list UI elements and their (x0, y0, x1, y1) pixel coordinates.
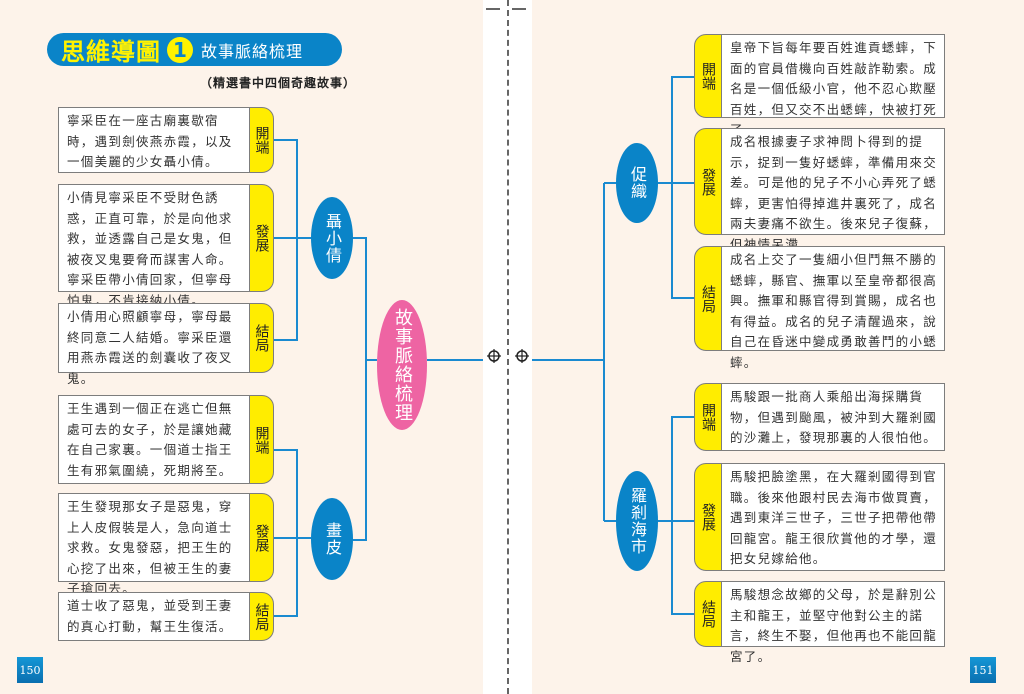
gutter-fold-line (507, 0, 509, 694)
story-node-luosha-haishi: 羅剎海市 (616, 471, 658, 571)
story-stage-text: 成名根據妻子求神問卜得到的提示，捉到一隻好蟋蟀，準備用來交差。可是他的兒子不小心… (721, 128, 945, 252)
story-stage-text: 寧采臣在一座古廟裏歇宿時，遇到劍俠燕赤霞，以及一個美麗的少女聶小倩。 (58, 107, 250, 173)
connector (671, 76, 694, 299)
stage-label-tab: 發展 (249, 493, 274, 582)
stage-label-tab: 開端 (249, 107, 274, 173)
stage-label-tab: 結局 (694, 581, 722, 647)
stage-label-tab: 結局 (249, 303, 274, 373)
center-node: 故事脈絡梳理 (377, 300, 427, 430)
title-banner: 思維導圖 1 故事脈絡梳理 (47, 33, 342, 66)
stage-label-tab: 開端 (694, 383, 722, 451)
subtitle: （精選書中四個奇趣故事） (200, 76, 357, 90)
connector (353, 237, 367, 541)
stage-label-tab: 開端 (249, 395, 274, 484)
stage-label-tab: 發展 (694, 463, 722, 571)
stage-label-tab: 結局 (694, 246, 722, 351)
connector (671, 416, 694, 615)
title-sub: 故事脈絡梳理 (201, 41, 304, 61)
title-main: 思維導圖 (61, 37, 161, 66)
stage-label-tab: 結局 (249, 592, 274, 641)
connector (274, 139, 298, 341)
story-stage-text: 馬駿跟一批商人乘船出海採購貨物，但遇到颱風，被沖到大羅剎國的沙灘上，發現那裏的人… (721, 383, 945, 451)
registration-mark-icon (515, 349, 529, 363)
story-stage-text: 成名上交了一隻細小但鬥無不勝的蟋蟀，縣官、撫軍以至皇帝都很高興。撫軍和縣官得到賞… (721, 246, 945, 370)
title-number-badge: 1 (167, 36, 193, 63)
story-stage-text: 皇帝下旨每年要百姓進貢蟋蟀，下面的官員借機向百姓敲詐勒索。成名是一個低級小官，他… (721, 34, 945, 137)
stage-label-tab: 發展 (694, 128, 722, 235)
page-number-left: 150 (17, 657, 43, 683)
story-node-hua-pi: 畫皮 (311, 498, 353, 580)
story-stage-text: 王生發現那女子是惡鬼，穿上人皮假裝是人，急向道士求救。女鬼發惡，把王生的心挖了出… (58, 493, 250, 596)
page-number-right: 151 (970, 657, 996, 683)
story-node-nie-xiaoqian: 聶小倩 (311, 197, 353, 279)
stage-label-tab: 發展 (249, 184, 274, 292)
connector (274, 449, 298, 617)
story-stage-text: 馬駿想念故鄉的父母，於是辭別公主和龍王，並堅守他對公主的諾言，終生不娶，但他再也… (721, 581, 945, 664)
crop-mark (486, 8, 500, 10)
story-stage-text: 小倩用心照顧寧母，寧母最終同意二人結婚。寧采臣還用燕赤霞送的劍囊收了夜叉鬼。 (58, 303, 250, 386)
stage-label-tab: 開端 (694, 34, 722, 118)
registration-mark-icon (487, 349, 501, 363)
story-stage-text: 王生遇到一個正在逃亡但無處可去的女子，於是讓她藏在自己家裏。一個道士指王生有邪氣… (58, 395, 250, 484)
story-stage-text: 馬駿把臉塗黑，在大羅剎國得到官職。後來他跟村民去海市做買賣，遇到東洋三世子，三世… (721, 463, 945, 571)
story-stage-text: 道士收了惡鬼，並受到王妻的真心打動，幫王生復活。 (58, 592, 250, 641)
story-node-cu-zhi: 促織 (616, 143, 658, 223)
crop-mark (512, 8, 526, 10)
story-stage-text: 小倩見寧采臣不受財色誘惑，正直可靠，於是向他求救，並透露自己是女鬼，但被夜叉鬼要… (58, 184, 250, 308)
